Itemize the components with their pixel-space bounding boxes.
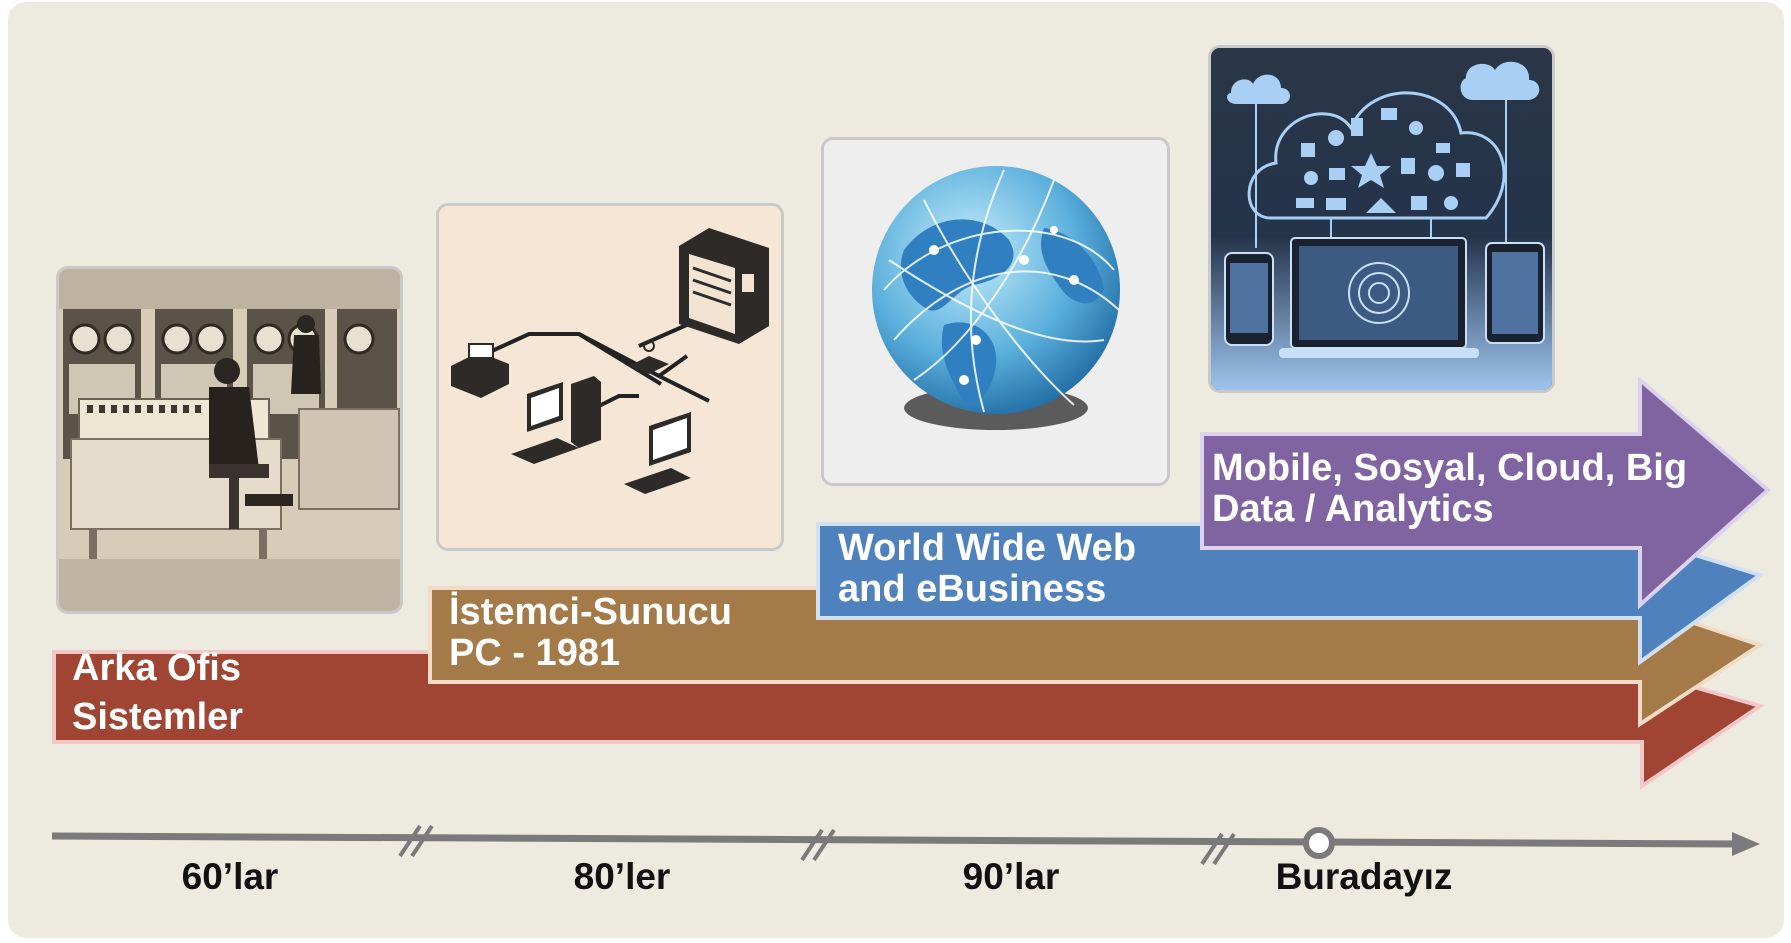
mainframe-photo [56,266,403,614]
arrow-label-mobile: Mobile, Sosyal, Cloud, Big Data / Analyt… [1212,448,1687,530]
timeline-axis [51,832,1741,848]
era-label-now: Buradayız [1275,856,1453,897]
arrow-mobile [1200,375,1772,610]
arrow-label-line1: World Wide Web [838,527,1137,569]
era-label-80s: 80’ler [573,856,671,897]
era-label-60s: 60’lar [181,856,279,897]
client-server-network-icon [436,203,784,551]
cloud-devices-icon [1208,45,1555,393]
arrow-label-back-office: Arka Ofis Sistemler [72,648,243,738]
arrow-label-line2: Sistemler [72,696,244,738]
timeline-break-marks [398,824,1236,866]
arrow-label-line1: İstemci-Sunucu [449,591,732,633]
globe-icon [821,137,1170,486]
timeline-arrowhead [1732,832,1760,856]
arrow-label-www: World Wide Web and eBusiness [838,528,1136,610]
era-label-90s: 90’lar [962,856,1060,897]
arrow-label-line1: Mobile, Sosyal, Cloud, Big [1212,447,1688,489]
arrow-label-line2: and eBusiness [838,568,1107,610]
here-marker [1303,827,1335,859]
arrow-label-line1: Arka Ofis [72,647,241,689]
arrow-label-line2: Data / Analytics [1212,488,1494,530]
arrow-label-client-server: İstemci-Sunucu PC - 1981 [449,592,732,674]
arrow-label-line2: PC - 1981 [449,632,621,674]
